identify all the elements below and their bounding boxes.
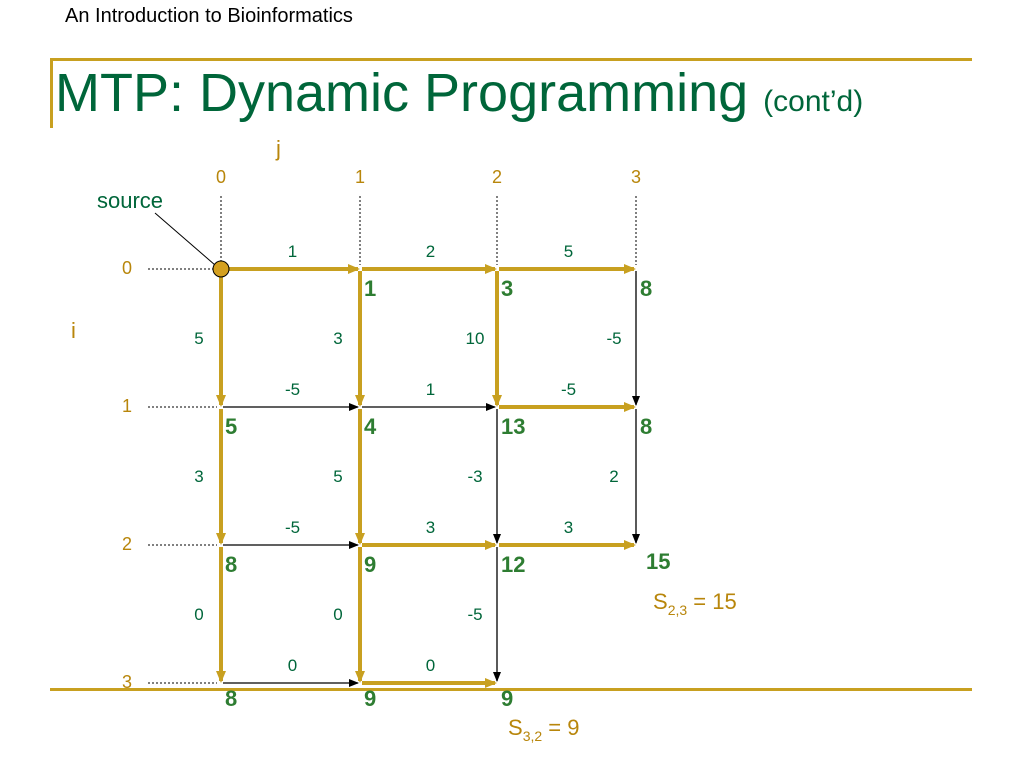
node-score-0-1: 1: [364, 276, 376, 301]
v-weight-0-1: 3: [333, 329, 342, 348]
node-score-2-1: 9: [364, 552, 376, 577]
v-weight-2-0: 0: [194, 605, 203, 624]
v-weight-0-0: 5: [194, 329, 203, 348]
node-score-3-2: 9: [501, 686, 513, 711]
row-label-0: 0: [122, 258, 132, 278]
title-rule-top: [50, 58, 972, 61]
node-score-1-2: 13: [501, 414, 525, 439]
result-s32-value: = 9: [542, 715, 579, 740]
result-s32-letter: S: [508, 715, 523, 740]
h-weight-3-0: 0: [288, 656, 297, 675]
node-score-1-3: 8: [640, 414, 652, 439]
h-weight-3-1: 0: [426, 656, 435, 675]
title-sub: (cont’d): [763, 85, 864, 118]
v-weight-2-1: 0: [333, 605, 342, 624]
v-weight-1-1: 5: [333, 467, 342, 486]
v-weight-2-2: -5: [467, 605, 482, 624]
result-s23-letter: S: [653, 589, 668, 614]
v-weight-1-2: -3: [467, 467, 482, 486]
v-weight-0-3: -5: [606, 329, 621, 348]
slide-header: An Introduction to Bioinformatics: [65, 5, 353, 27]
col-label-2: 2: [492, 167, 502, 187]
v-weight-1-0: 3: [194, 467, 203, 486]
col-label-0: 0: [216, 167, 226, 187]
slide-title: MTP: Dynamic Programming (cont’d): [55, 62, 863, 124]
h-weight-2-1: 3: [426, 518, 435, 537]
node-score-2-2: 12: [501, 552, 525, 577]
v-weight-0-2: 10: [466, 329, 485, 348]
h-weight-1-1: 1: [426, 380, 435, 399]
node-score-1-1: 4: [364, 414, 377, 439]
result-s23-value: = 15: [687, 589, 737, 614]
col-label-3: 3: [631, 167, 641, 187]
h-weight-1-2: -5: [561, 380, 576, 399]
h-weight-2-0: -5: [285, 518, 300, 537]
node-score-1-0: 5: [225, 414, 237, 439]
h-weight-0-1: 2: [426, 242, 435, 261]
result-s32-sub: 3,2: [523, 728, 543, 744]
source-label: source: [97, 188, 163, 213]
node-score-3-1: 9: [364, 686, 376, 711]
node-score-3-0: 8: [225, 686, 237, 711]
h-weight-0-2: 5: [564, 242, 573, 261]
row-label-2: 2: [122, 534, 132, 554]
result-s23: S2,3 = 15: [653, 589, 737, 618]
title-main: MTP: Dynamic Programming: [55, 63, 749, 123]
source-pointer-line: [154, 212, 216, 266]
bottom-rule: [50, 688, 972, 691]
row-label-1: 1: [122, 396, 132, 416]
source-node: [212, 260, 230, 278]
node-score-0-3: 8: [640, 276, 652, 301]
result-s32: S3,2 = 9: [508, 715, 579, 744]
v-weight-1-3: 2: [609, 467, 618, 486]
axis-j-label: j: [275, 136, 281, 161]
col-label-1: 1: [355, 167, 365, 187]
h-weight-0-0: 1: [288, 242, 297, 261]
title-rule-left: [50, 58, 53, 128]
h-weight-1-0: -5: [285, 380, 300, 399]
node-score-0-2: 3: [501, 276, 513, 301]
node-score-2-0: 8: [225, 552, 237, 577]
result-s23-sub: 2,3: [668, 602, 688, 618]
node-score-2-3: 15: [646, 549, 670, 574]
axis-i-label: i: [71, 318, 76, 343]
h-weight-2-2: 3: [564, 518, 573, 537]
row-label-3: 3: [122, 672, 132, 692]
